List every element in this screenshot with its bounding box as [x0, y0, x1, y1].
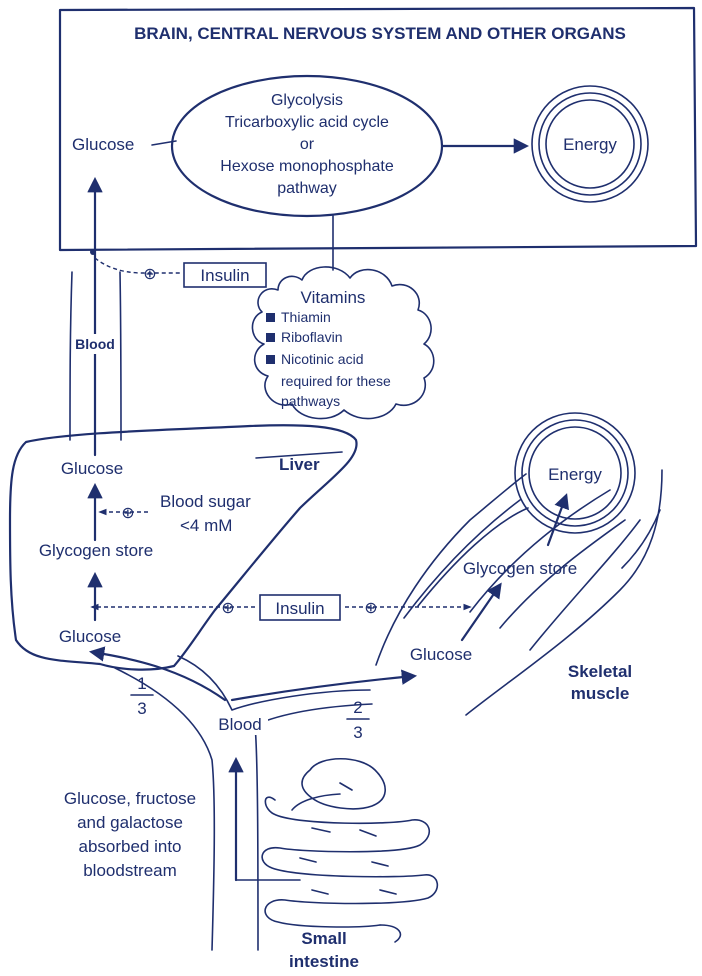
bullet-icon: [266, 333, 275, 342]
blood-label-lower: Blood: [218, 715, 261, 734]
muscle-glucose-label: Glucose: [410, 645, 472, 664]
vitamin-item: Nicotinic acid: [281, 351, 363, 367]
pathway-line: Tricarboxylic acid cycle: [225, 114, 389, 131]
plus-icon: ⊕: [221, 600, 234, 617]
brain-energy-circle: Energy: [532, 86, 648, 202]
absorption-line: Glucose, fructose: [64, 789, 196, 808]
liver-glycogen-label: Glycogen store: [39, 541, 153, 560]
plus-icon: ⊕: [364, 600, 377, 617]
small-intestine-label: Small: [301, 929, 346, 948]
small-intestine: [262, 759, 437, 942]
absorption-line: and galactose: [77, 813, 183, 832]
bullet-icon: [266, 355, 275, 364]
vitamin-item: Riboflavin: [281, 329, 342, 345]
organs-box-title: BRAIN, CENTRAL NERVOUS SYSTEM AND OTHER …: [134, 24, 626, 43]
fraction-denominator: 3: [353, 723, 362, 742]
muscle-energy-label: Energy: [548, 465, 602, 484]
plus-icon: ⊕: [121, 505, 134, 522]
plus-icon: ⊕: [143, 266, 156, 283]
muscle-energy-circle: Energy: [515, 413, 635, 533]
blood-sugar-label: Blood sugar: [160, 492, 251, 511]
insulin-target-dot: [90, 249, 96, 255]
vitamins-note: pathways: [281, 393, 340, 409]
insulin-top-dashed-line: [95, 258, 182, 273]
pathway-line: or: [300, 136, 315, 153]
pathway-line: pathway: [277, 180, 337, 197]
vitamins-cloud: Vitamins Thiamin Riboflavin Nicotinic ac…: [252, 267, 433, 419]
pathway-line: Hexose monophosphate: [220, 158, 394, 175]
small-intestine-label: intestine: [289, 952, 359, 971]
fraction-one-third: 1 3: [131, 674, 153, 718]
bullet-icon: [266, 313, 275, 322]
skeletal-muscle-label: Skeletal: [568, 662, 632, 681]
fraction-numerator: 1: [137, 674, 146, 693]
insulin-middle-label: Insulin: [275, 599, 324, 618]
pathway-ellipse: Glycolysis Tricarboxylic acid cycle or H…: [172, 76, 442, 216]
insulin-top-label: Insulin: [200, 266, 249, 285]
pathway-line: Glycolysis: [271, 92, 343, 109]
glucose-to-glycogen-muscle-arrow: [462, 585, 500, 640]
absorption-line: absorbed into: [78, 837, 181, 856]
liver-glucose-top: Glucose: [61, 459, 123, 478]
vitamins-title: Vitamins: [301, 288, 366, 307]
vitamin-item: Thiamin: [281, 309, 331, 325]
blood-to-muscle-arrow: [232, 676, 414, 700]
fraction-denominator: 3: [137, 699, 146, 718]
absorption-line: bloodstream: [83, 861, 177, 880]
vitamins-note: required for these: [281, 373, 391, 389]
liver-glucose-bottom: Glucose: [59, 627, 121, 646]
muscle-glycogen-label: Glycogen store: [463, 559, 577, 578]
skeletal-muscle-label: muscle: [571, 684, 630, 703]
brain-glucose-label: Glucose: [72, 135, 134, 154]
brain-energy-label: Energy: [563, 135, 617, 154]
fraction-numerator: 2: [353, 698, 362, 717]
liver-label: Liver: [279, 455, 320, 474]
blood-label-upper: Blood: [75, 336, 115, 352]
blood-sugar-threshold: <4 mM: [180, 516, 232, 535]
